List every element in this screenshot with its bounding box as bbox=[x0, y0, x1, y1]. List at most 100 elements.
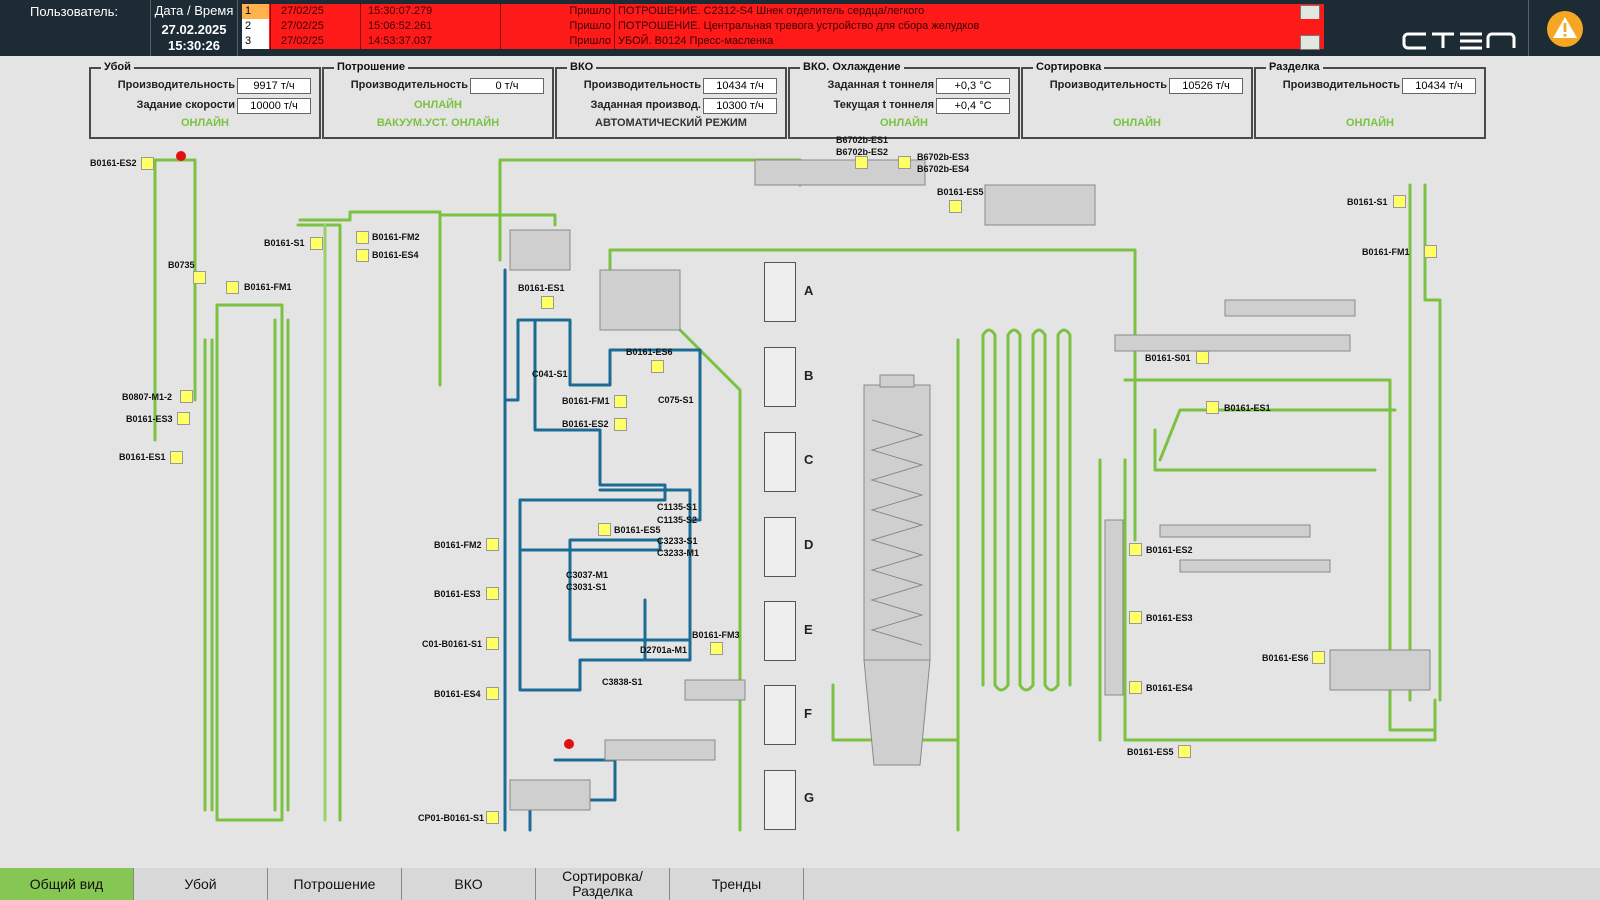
alarm-date: 27/02/25 bbox=[270, 19, 371, 34]
speed-setpoint-input[interactable]: 10000 т/ч bbox=[237, 98, 311, 114]
set-productivity-label: Заданная производ. bbox=[590, 99, 701, 111]
productivity-value: 10434 т/ч bbox=[703, 78, 777, 94]
alarm-state: Пришло bbox=[500, 4, 611, 19]
sensor-status[interactable] bbox=[1129, 543, 1142, 556]
tab-trends[interactable]: Тренды bbox=[670, 868, 804, 900]
alarm-time: 15:06:52.261 bbox=[360, 19, 508, 34]
panel-potroshenie[interactable]: Потрошение Производительность 0 т/ч ОНЛА… bbox=[322, 61, 554, 139]
sensor-status[interactable] bbox=[1424, 245, 1437, 258]
sensor-status[interactable] bbox=[1393, 195, 1406, 208]
alarm-state: Пришло bbox=[500, 19, 611, 34]
sensor-status[interactable] bbox=[356, 249, 369, 262]
panel-razdelka[interactable]: Разделка Производительность 10434 т/ч ОН… bbox=[1254, 61, 1486, 139]
sensor-status[interactable] bbox=[141, 157, 154, 170]
sensor-tag: B0161-FM1 bbox=[244, 282, 292, 292]
alarm-list[interactable]: 1 27/02/25 15:30:07.279 Пришло ПОТРОШЕНИ… bbox=[242, 4, 1324, 50]
sensor-tag: B0161-ES3 bbox=[1146, 613, 1193, 623]
fan-unit-f[interactable] bbox=[764, 685, 796, 745]
sensor-status[interactable] bbox=[486, 811, 499, 824]
fan-unit-c[interactable] bbox=[764, 432, 796, 492]
alarm-row[interactable]: 1 27/02/25 15:30:07.279 Пришло ПОТРОШЕНИ… bbox=[242, 4, 1324, 20]
fan-unit-e[interactable] bbox=[764, 601, 796, 661]
current-temperature-label: Текущая t тоннеля bbox=[833, 99, 934, 111]
tab-vko[interactable]: ВКО bbox=[402, 868, 536, 900]
panel-vko-cooling[interactable]: ВКО. Охлаждение Заданная t тоннеля +0,3 … bbox=[788, 61, 1020, 139]
status-online: ОНЛАЙН bbox=[413, 99, 462, 111]
panel-sort[interactable]: Сортировка Производительность 10526 т/ч … bbox=[1021, 61, 1253, 139]
alarm-number: 1 bbox=[242, 4, 269, 19]
sensor-tag: C075-S1 bbox=[658, 395, 694, 405]
sensor-status[interactable] bbox=[1206, 401, 1219, 414]
sensor-status[interactable] bbox=[614, 395, 627, 408]
sensor-status[interactable] bbox=[170, 451, 183, 464]
status-online: ОНЛАЙН bbox=[1112, 117, 1161, 129]
sensor-status[interactable] bbox=[486, 587, 499, 600]
sensor-status[interactable] bbox=[356, 231, 369, 244]
sensor-status[interactable] bbox=[710, 642, 723, 655]
sensor-status[interactable] bbox=[949, 200, 962, 213]
sensor-status[interactable] bbox=[855, 156, 868, 169]
alarm-row[interactable]: 2 27/02/25 15:06:52.261 Пришло ПОТРОШЕНИ… bbox=[242, 19, 1324, 34]
datetime-label: Дата / Время bbox=[154, 3, 234, 18]
alarm-time: 14:53:37.037 bbox=[360, 34, 508, 49]
panel-vko[interactable]: ВКО Производительность 10434 т/ч Заданна… bbox=[555, 61, 787, 139]
sensor-status[interactable] bbox=[1129, 611, 1142, 624]
sensor-status[interactable] bbox=[486, 637, 499, 650]
fan-unit-d[interactable] bbox=[764, 517, 796, 577]
speed-setpoint-label: Задание скорости bbox=[136, 99, 235, 111]
sensor-status[interactable] bbox=[486, 687, 499, 700]
sensor-status[interactable] bbox=[1196, 351, 1209, 364]
sensor-tag: B0735 bbox=[168, 260, 195, 270]
sensor-tag: B0161-ES5 bbox=[1127, 747, 1174, 757]
sensor-tag: B6702b-ES2 bbox=[836, 147, 889, 157]
panel-uboy[interactable]: Убой Производительность 9917 т/ч Задание… bbox=[89, 61, 321, 139]
alarm-text: УБОЙ. B0124 Пресс-масленка bbox=[614, 34, 773, 49]
tab-potroshenie[interactable]: Потрошение bbox=[268, 868, 402, 900]
sensor-status[interactable] bbox=[1312, 651, 1325, 664]
fan-unit-label: B bbox=[804, 368, 814, 383]
acknowledge-icon[interactable] bbox=[1300, 35, 1320, 50]
sensor-status[interactable] bbox=[180, 390, 193, 403]
fan-unit-b[interactable] bbox=[764, 347, 796, 407]
sensor-tag: C3233-M1 bbox=[657, 548, 700, 558]
alarm-state: Пришло bbox=[500, 34, 611, 49]
alarm-row[interactable]: 3 27/02/25 14:53:37.037 Пришло УБОЙ. B01… bbox=[242, 34, 1324, 50]
sensor-status[interactable] bbox=[1129, 681, 1142, 694]
sensor-alarm-icon bbox=[564, 739, 574, 749]
fan-unit-label: E bbox=[804, 622, 813, 637]
acknowledge-icon[interactable] bbox=[1300, 5, 1320, 20]
sensor-status[interactable] bbox=[226, 281, 239, 294]
sensor-status[interactable] bbox=[193, 271, 206, 284]
sensor-status[interactable] bbox=[486, 538, 499, 551]
sensor-tag: B0161-ES3 bbox=[434, 589, 481, 599]
alarm-number: 2 bbox=[242, 19, 269, 34]
fan-unit-g[interactable] bbox=[764, 770, 796, 830]
sensor-status[interactable] bbox=[651, 360, 664, 373]
conveyor-lines bbox=[153, 151, 1442, 832]
set-productivity-input[interactable]: 10300 т/ч bbox=[703, 98, 777, 114]
tab-uboy[interactable]: Убой bbox=[134, 868, 268, 900]
sensor-status[interactable] bbox=[614, 418, 627, 431]
sensor-status[interactable] bbox=[598, 523, 611, 536]
fan-unit-a[interactable] bbox=[764, 262, 796, 322]
alarm-number: 3 bbox=[242, 34, 269, 49]
sensor-tag: B0161-S1 bbox=[264, 238, 305, 248]
productivity-value: 10526 т/ч bbox=[1169, 78, 1243, 94]
sensor-tag: CP01-B0161-S1 bbox=[418, 813, 485, 823]
datetime-block: Дата / Время 27.02.2025 15:30:26 bbox=[150, 0, 238, 56]
sensor-status[interactable] bbox=[541, 296, 554, 309]
sensor-status[interactable] bbox=[310, 237, 323, 250]
warning-triangle-icon[interactable] bbox=[1545, 10, 1585, 48]
sensor-tag: C01-B0161-S1 bbox=[422, 639, 483, 649]
sensor-status[interactable] bbox=[177, 412, 190, 425]
alarm-date: 27/02/25 bbox=[270, 4, 371, 19]
sensor-status[interactable] bbox=[898, 156, 911, 169]
sensor-tag: C3037-M1 bbox=[566, 570, 609, 580]
sensor-tag: C1135-S2 bbox=[657, 515, 698, 525]
sensor-alarm-icon bbox=[176, 151, 186, 161]
tab-sort-razdelka[interactable]: Сортировка/ Разделка bbox=[536, 868, 670, 900]
sensor-status[interactable] bbox=[1178, 745, 1191, 758]
sensor-tag: B0807-M1-2 bbox=[122, 392, 173, 402]
tab-overview[interactable]: Общий вид bbox=[0, 868, 134, 900]
navigation-tabs: Общий вид Убой Потрошение ВКО Сортировка… bbox=[0, 868, 1600, 900]
